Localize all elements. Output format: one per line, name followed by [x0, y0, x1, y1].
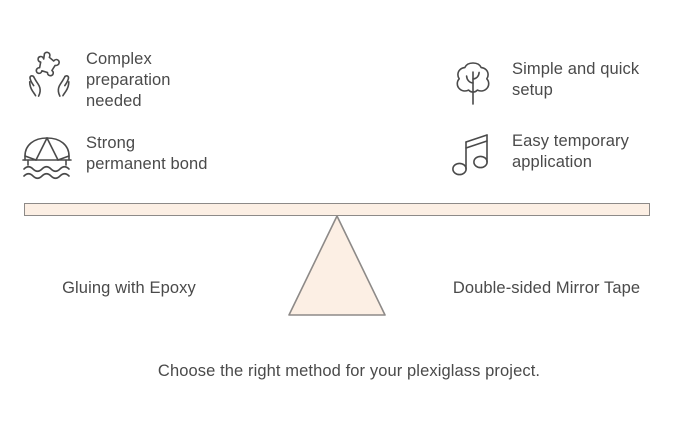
puzzle-in-hands-icon: [20, 48, 74, 98]
triangle-fulcrum: [287, 214, 387, 318]
right-side-title: Double-sided Mirror Tape: [452, 279, 641, 297]
feature-label: Easy temporary application: [512, 132, 629, 171]
bridge-over-water-icon: [20, 132, 74, 182]
feature-complex-preparation: Complex preparation needed: [20, 48, 171, 112]
feature-easy-temporary-application: Easy temporary application: [446, 130, 629, 180]
feature-simple-quick-setup: Simple and quick setup: [446, 58, 639, 108]
diagram-caption: Choose the right method for your plexigl…: [157, 362, 541, 380]
feature-label: Strong permanent bond: [86, 134, 208, 173]
feature-label: Simple and quick setup: [512, 60, 640, 99]
feature-strong-permanent-bond: Strong permanent bond: [20, 132, 208, 182]
music-notes-icon: [446, 130, 500, 180]
tree-icon: [446, 58, 500, 108]
feature-label: Complex preparation needed: [86, 50, 171, 110]
left-side-title: Gluing with Epoxy: [62, 279, 196, 297]
